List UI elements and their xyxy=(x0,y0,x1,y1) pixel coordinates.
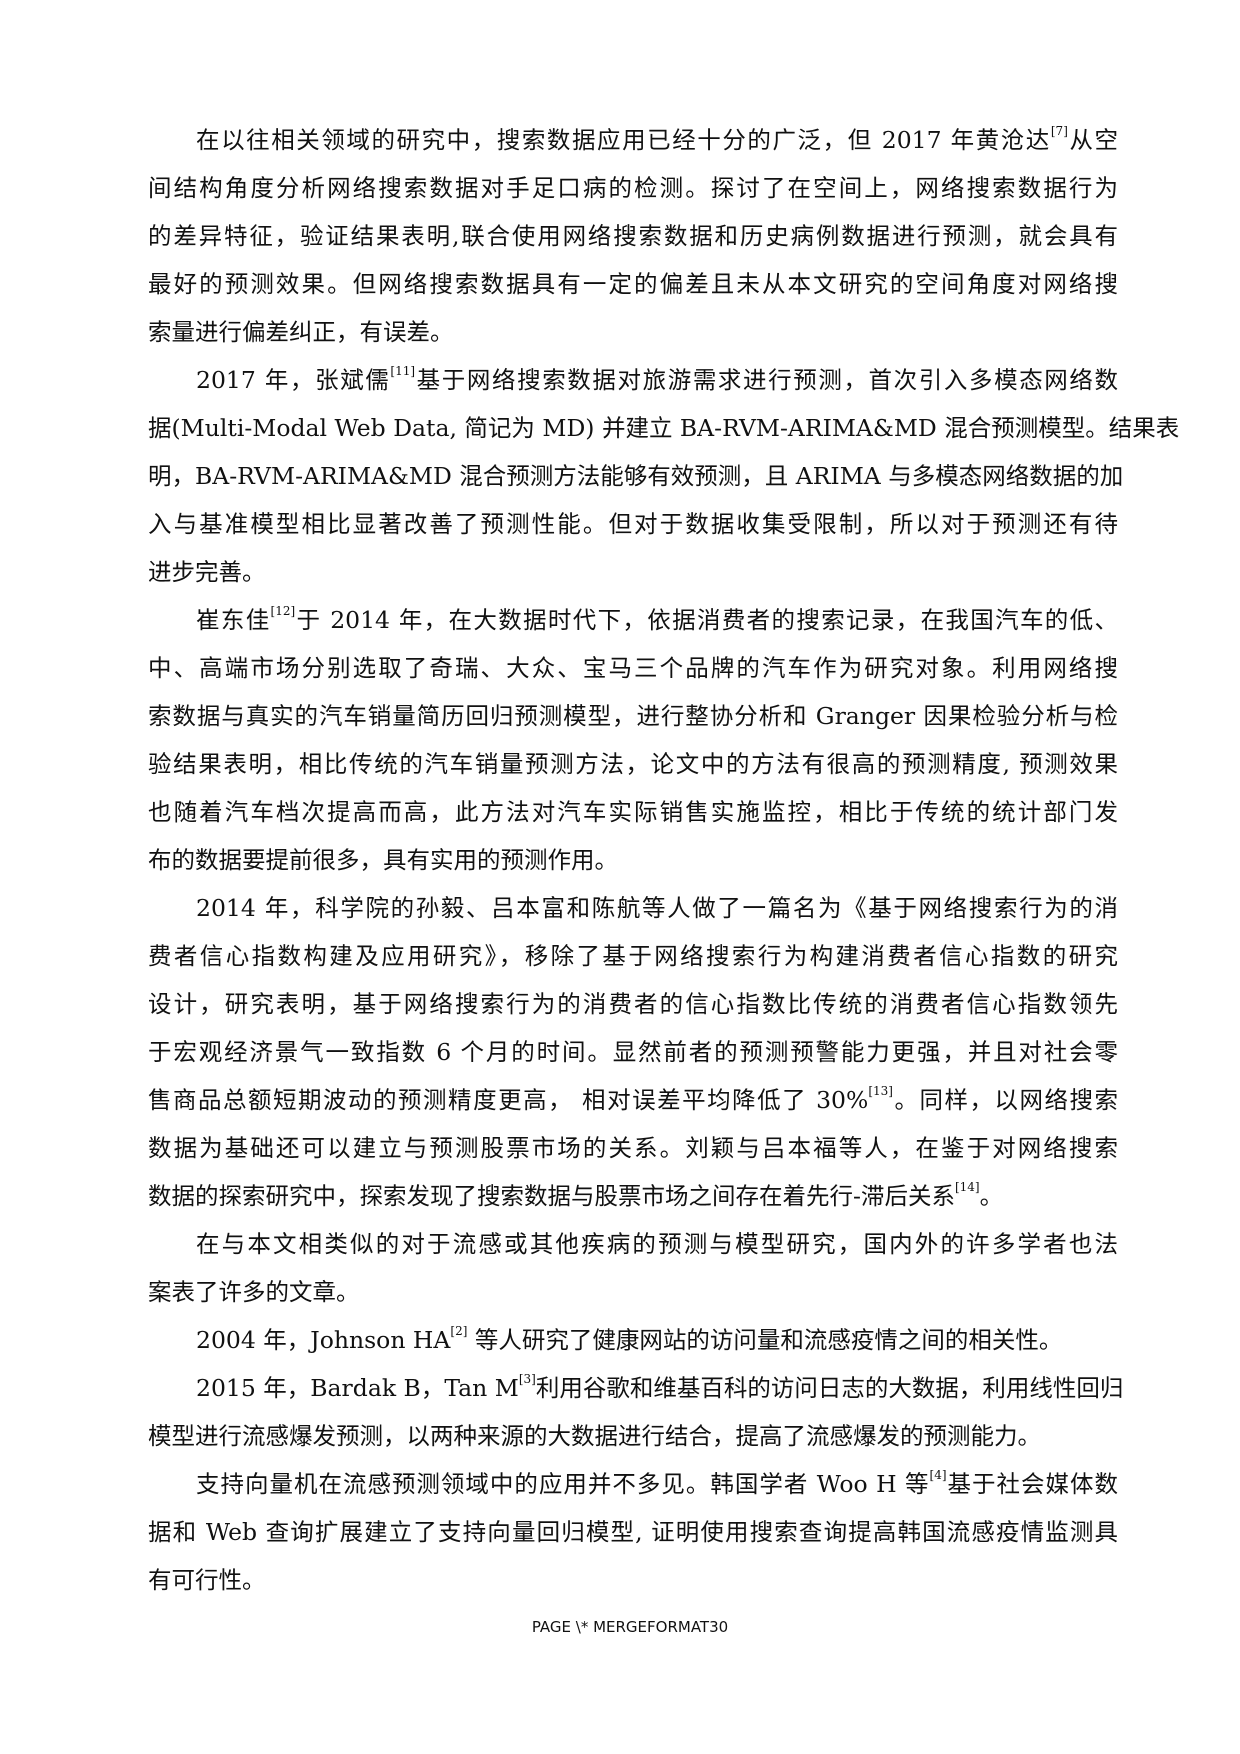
paragraph: 在以往相关领域的研究中，搜索数据应用已经十分的广泛，但 2017 年黄沧达[7]… xyxy=(148,116,1118,356)
text-line: 的差异特征，验证结果表明,联合使用网络搜索数据和历史病例数据进行预测，就会具有 xyxy=(148,222,1118,250)
paragraph: 2015 年，Bardak B，Tan M[3]利用谷歌和维基百科的访问日志的大… xyxy=(148,1364,1124,1460)
citation-superscript: [7] xyxy=(1050,124,1068,138)
text-line: 数据为基础还可以建立与预测股票市场的关系。刘颖与吕本福等人，在鉴于对网络搜索 xyxy=(148,1134,1118,1162)
text-line: 索量进行偏差纠正，有误差。 xyxy=(148,318,454,346)
citation-superscript: [13] xyxy=(868,1084,893,1098)
page-footer: PAGE \* MERGEFORMAT30 xyxy=(531,1618,729,1636)
text-line: 验结果表明，相比传统的汽车销量预测方法，论文中的方法有很高的预测精度, 预测效果 xyxy=(148,750,1118,778)
citation-superscript: [14] xyxy=(954,1180,980,1194)
text-line: 进步完善。 xyxy=(148,558,266,586)
text-line: 2015 年，Bardak B，Tan M[3]利用谷歌和维基百科的访问日志的大… xyxy=(196,1372,1124,1402)
text-line: 案表了许多的文章。 xyxy=(148,1278,360,1306)
text-line: 崔东佳[12]于 2014 年，在大数据时代下，依据消费者的搜索记录，在我国汽车… xyxy=(196,604,1119,634)
citation-superscript: [3] xyxy=(518,1372,536,1386)
paragraph: 2004 年，Johnson HA[2] 等人研究了健康网站的访问量和流感疫情之… xyxy=(148,1316,1118,1364)
text-line: 在以往相关领域的研究中，搜索数据应用已经十分的广泛，但 2017 年黄沧达[7]… xyxy=(196,124,1119,154)
document-body: 在以往相关领域的研究中，搜索数据应用已经十分的广泛，但 2017 年黄沧达[7]… xyxy=(148,116,1180,1604)
paragraph: 2014 年，科学院的孙毅、吕本富和陈航等人做了一篇名为《基于网络搜索行为的消费… xyxy=(148,884,1118,1220)
text-line: 也随着汽车档次提高而高，此方法对汽车实际销售实施监控，相比于传统的统计部门发 xyxy=(148,798,1118,826)
citation-superscript: [2] xyxy=(450,1324,468,1338)
paragraph: 支持向量机在流感预测领域中的应用并不多见。韩国学者 Woo H 等[4]基于社会… xyxy=(148,1460,1118,1604)
text-line: 模型进行流感爆发预测，以两种来源的大数据进行结合，提高了流感爆发的预测能力。 xyxy=(148,1422,1041,1450)
text-line: 设计，研究表明，基于网络搜索行为的消费者的信心指数比传统的消费者信心指数领先 xyxy=(148,990,1118,1018)
text-line: 数据的探索研究中，探索发现了搜索数据与股票市场之间存在着先行-滞后关系[14]。 xyxy=(148,1180,1004,1210)
citation-superscript: [11] xyxy=(390,364,416,378)
text-line: 中、高端市场分别选取了奇瑞、大众、宝马三个品牌的汽车作为研究对象。利用网络搜 xyxy=(148,654,1118,682)
text-line: 明，BA-RVM-ARIMA&MD 混合预测方法能够有效预测，且 ARIMA 与… xyxy=(148,462,1124,490)
text-line: 支持向量机在流感预测领域中的应用并不多见。韩国学者 Woo H 等[4]基于社会… xyxy=(196,1468,1118,1498)
citation-superscript: [12] xyxy=(270,604,296,618)
paragraph: 崔东佳[12]于 2014 年，在大数据时代下，依据消费者的搜索记录，在我国汽车… xyxy=(148,596,1118,884)
text-line: 2014 年，科学院的孙毅、吕本富和陈航等人做了一篇名为《基于网络搜索行为的消 xyxy=(196,894,1118,922)
text-line: 最好的预测效果。但网络搜索数据具有一定的偏差且未从本文研究的空间角度对网络搜 xyxy=(148,270,1118,298)
text-line: 据(Multi-Modal Web Data, 简记为 MD) 并建立 BA-R… xyxy=(148,414,1180,442)
text-line: 2017 年，张斌儒[11]基于网络搜索数据对旅游需求进行预测，首次引入多模态网… xyxy=(196,364,1119,394)
text-line: 在与本文相类似的对于流感或其他疾病的预测与模型研究，国内外的许多学者也法 xyxy=(196,1230,1118,1258)
text-line: 于宏观经济景气一致指数 6 个月的时间。显然前者的预测预警能力更强，并且对社会零 xyxy=(148,1038,1118,1066)
paragraph: 2017 年，张斌儒[11]基于网络搜索数据对旅游需求进行预测，首次引入多模态网… xyxy=(148,356,1180,596)
text-line: 有可行性。 xyxy=(148,1566,266,1594)
text-line: 布的数据要提前很多，具有实用的预测作用。 xyxy=(148,846,618,874)
text-line: 费者信心指数构建及应用研究》，移除了基于网络搜索行为构建消费者信心指数的研究 xyxy=(148,942,1118,970)
paragraph: 在与本文相类似的对于流感或其他疾病的预测与模型研究，国内外的许多学者也法案表了许… xyxy=(148,1220,1118,1316)
text-line: 入与基准模型相比显著改善了预测性能。但对于数据收集受限制，所以对于预测还有待 xyxy=(148,510,1118,538)
text-line: 据和 Web 查询扩展建立了支持向量回归模型, 证明使用搜索查询提高韩国流感疫情… xyxy=(148,1518,1118,1546)
text-line: 间结构角度分析网络搜索数据对手足口病的检测。探讨了在空间上，网络搜索数据行为 xyxy=(148,174,1118,202)
text-line: 售商品总额短期波动的预测精度更高， 相对误差平均降低了 30%[13]。同样，以… xyxy=(148,1084,1119,1114)
text-line: 2004 年，Johnson HA[2] 等人研究了健康网站的访问量和流感疫情之… xyxy=(196,1324,1063,1354)
text-line: 索数据与真实的汽车销量简历回归预测模型，进行整协分析和 Granger 因果检验… xyxy=(148,702,1118,730)
citation-superscript: [4] xyxy=(929,1468,947,1482)
